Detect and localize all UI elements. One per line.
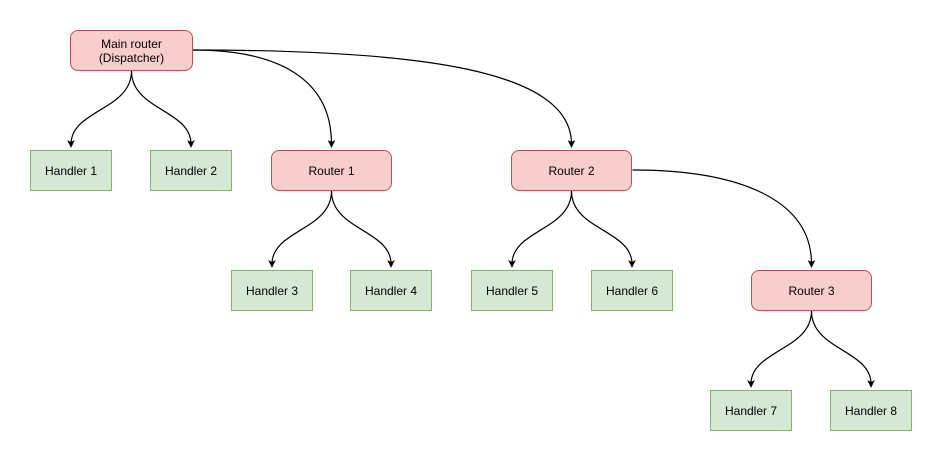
node-label-handler-1: Handler 1 (44, 163, 98, 178)
node-main-router[interactable]: Main router (Dispatcher) (70, 30, 193, 71)
edge-main-router-to-router-2 (192, 49, 576, 148)
edge-main-router-to-handler-2 (130, 70, 195, 148)
node-label-main-router: Main router (Dispatcher) (98, 36, 165, 65)
edge-router-3-to-handler-7 (747, 310, 813, 388)
node-label-handler-3: Handler 3 (245, 283, 299, 298)
node-label-handler-5: Handler 5 (485, 283, 539, 298)
node-handler-2[interactable]: Handler 2 (150, 150, 232, 191)
node-handler-3[interactable]: Handler 3 (231, 270, 313, 311)
node-handler-5[interactable]: Handler 5 (471, 270, 553, 311)
node-label-handler-8: Handler 8 (844, 403, 898, 418)
node-label-router-1: Router 1 (308, 163, 355, 178)
edge-router-3-to-handler-8 (810, 310, 875, 388)
node-label-router-3: Router 3 (788, 283, 835, 298)
edge-router-1-to-handler-3 (268, 190, 333, 268)
node-label-handler-2: Handler 2 (164, 163, 218, 178)
node-label-router-2: Router 2 (548, 163, 595, 178)
edge-router-2-to-handler-6 (570, 190, 636, 268)
node-router-2[interactable]: Router 2 (511, 150, 632, 191)
node-handler-6[interactable]: Handler 6 (591, 270, 673, 311)
node-handler-8[interactable]: Handler 8 (830, 390, 912, 431)
edges-group (67, 49, 875, 388)
edge-router-1-to-handler-4 (330, 190, 395, 268)
node-label-handler-6: Handler 6 (605, 283, 659, 298)
node-label-handler-4: Handler 4 (364, 283, 418, 298)
node-handler-4[interactable]: Handler 4 (350, 270, 432, 311)
node-handler-7[interactable]: Handler 7 (710, 390, 792, 431)
node-router-1[interactable]: Router 1 (271, 150, 392, 191)
node-handler-1[interactable]: Handler 1 (30, 150, 112, 191)
edge-main-router-to-handler-1 (67, 70, 133, 148)
edge-router-2-to-router-3 (632, 169, 816, 268)
edge-router-2-to-handler-5 (508, 190, 573, 268)
edge-main-router-to-router-1 (192, 49, 336, 148)
node-label-handler-7: Handler 7 (724, 403, 778, 418)
node-router-3[interactable]: Router 3 (751, 270, 872, 311)
